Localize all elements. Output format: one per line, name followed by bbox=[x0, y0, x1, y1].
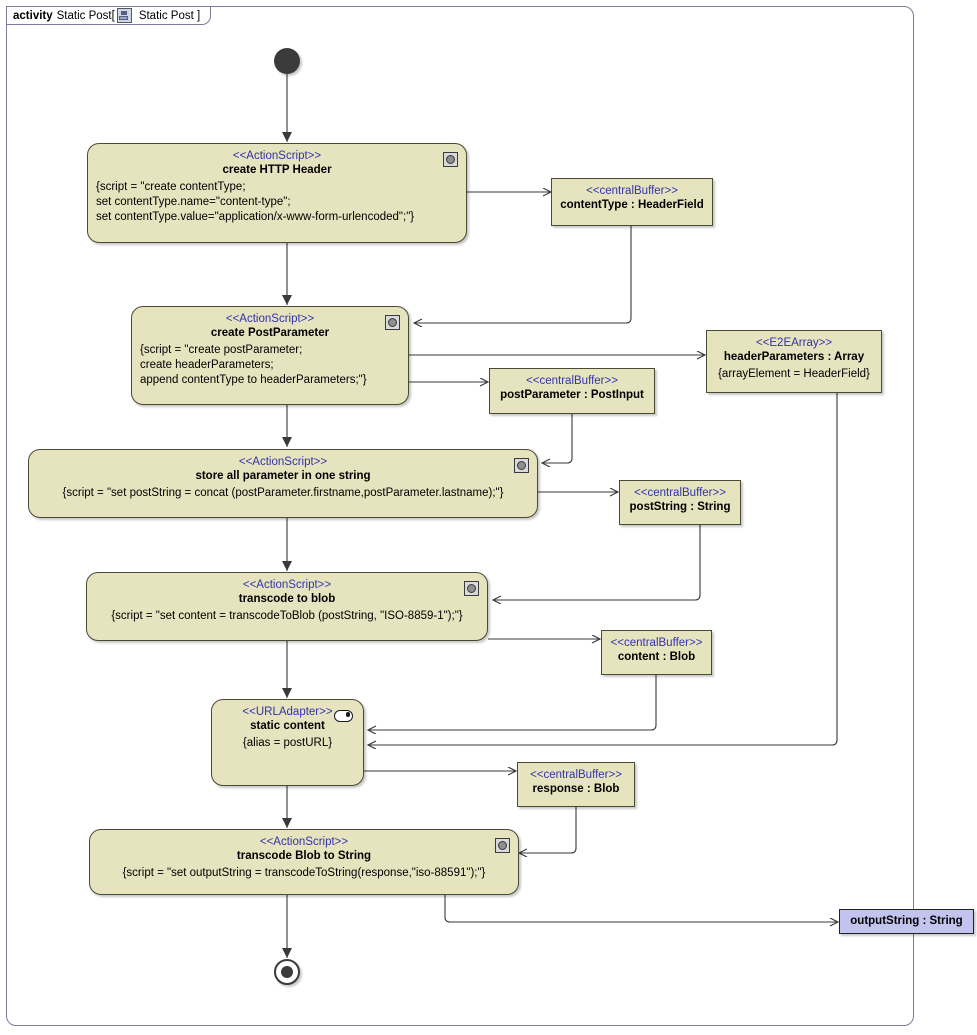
stereotype-label: <<URLAdapter>> bbox=[242, 706, 333, 718]
node-title: transcode Blob to String bbox=[236, 850, 372, 862]
action-transcode-blob-to-string[interactable]: <<ActionScript>> transcode Blob to Strin… bbox=[89, 829, 519, 895]
node-title: create PostParameter bbox=[210, 327, 330, 339]
node-body: {arrayElement = HeaderField} bbox=[718, 368, 870, 380]
parameter-output-string[interactable]: outputString : String bbox=[839, 909, 974, 934]
node-title: headerParameters : Array bbox=[723, 351, 865, 363]
stereotype-label: <<centralBuffer>> bbox=[610, 637, 703, 649]
node-body: {script = "set postString = concat (post… bbox=[62, 487, 504, 499]
script-icon bbox=[464, 581, 479, 596]
action-static-content[interactable]: <<URLAdapter>> static content {alias = p… bbox=[211, 699, 364, 786]
script-icon bbox=[495, 838, 510, 853]
initial-node bbox=[274, 48, 300, 74]
node-title: outputString : String bbox=[850, 915, 963, 927]
stereotype-label: <<ActionScript>> bbox=[238, 456, 328, 468]
action-store-all-parameter[interactable]: <<ActionScript>> store all parameter in … bbox=[28, 449, 538, 518]
frame-name: Static Post[ bbox=[56, 9, 115, 22]
stereotype-label: <<ActionScript>> bbox=[225, 313, 315, 325]
buffer-content[interactable]: <<centralBuffer>> content : Blob bbox=[601, 630, 712, 675]
node-body: {script = "create contentType; set conte… bbox=[96, 181, 415, 223]
stereotype-label: <<centralBuffer>> bbox=[530, 769, 622, 781]
node-title: postString : String bbox=[629, 501, 731, 513]
node-body: {script = "set outputString = transcodeT… bbox=[122, 867, 486, 879]
node-title: transcode to blob bbox=[238, 593, 336, 605]
script-icon bbox=[385, 315, 400, 330]
stereotype-label: <<ActionScript>> bbox=[259, 836, 349, 848]
node-title: static content bbox=[250, 720, 325, 732]
stereotype-label: <<centralBuffer>> bbox=[586, 185, 678, 197]
script-icon bbox=[514, 458, 529, 473]
adapter-icon bbox=[334, 710, 353, 722]
frame-tab-label: Static Post ] bbox=[138, 9, 201, 22]
buffer-response[interactable]: <<centralBuffer>> response : Blob bbox=[517, 762, 635, 807]
action-create-post-parameter[interactable]: <<ActionScript>> create PostParameter {s… bbox=[131, 306, 409, 405]
node-title: store all parameter in one string bbox=[195, 470, 371, 482]
node-title: create HTTP Header bbox=[222, 164, 332, 176]
action-transcode-to-blob[interactable]: <<ActionScript>> transcode to blob {scri… bbox=[86, 572, 488, 641]
stereotype-label: <<ActionScript>> bbox=[232, 150, 322, 162]
node-title: content : Blob bbox=[617, 651, 696, 663]
stereotype-label: <<centralBuffer>> bbox=[634, 487, 726, 499]
activity-frame bbox=[6, 6, 914, 1026]
node-title: postParameter : PostInput bbox=[500, 389, 644, 401]
frame-keyword: activity bbox=[13, 9, 53, 22]
activity-frame-header: activity Static Post[ Static Post ] bbox=[6, 6, 212, 25]
stereotype-label: <<E2EArray>> bbox=[755, 337, 833, 349]
node-body: {script = "create postParameter; create … bbox=[140, 344, 367, 386]
node-body: {alias = postURL} bbox=[242, 737, 333, 749]
node-title: response : Blob bbox=[532, 783, 620, 795]
object-header-parameters-array[interactable]: <<E2EArray>> headerParameters : Array {a… bbox=[706, 330, 882, 393]
final-node bbox=[274, 959, 300, 985]
action-create-http-header[interactable]: <<ActionScript>> create HTTP Header {scr… bbox=[87, 143, 467, 243]
stereotype-label: <<centralBuffer>> bbox=[526, 375, 618, 387]
buffer-content-type[interactable]: <<centralBuffer>> contentType : HeaderFi… bbox=[551, 178, 713, 226]
activity-diagram-icon bbox=[116, 8, 132, 23]
stereotype-label: <<ActionScript>> bbox=[242, 579, 332, 591]
buffer-post-string[interactable]: <<centralBuffer>> postString : String bbox=[619, 480, 741, 525]
node-title: contentType : HeaderField bbox=[560, 199, 704, 211]
buffer-post-parameter[interactable]: <<centralBuffer>> postParameter : PostIn… bbox=[489, 368, 655, 414]
script-icon bbox=[443, 152, 458, 167]
node-body: {script = "set content = transcodeToBlob… bbox=[111, 610, 463, 622]
